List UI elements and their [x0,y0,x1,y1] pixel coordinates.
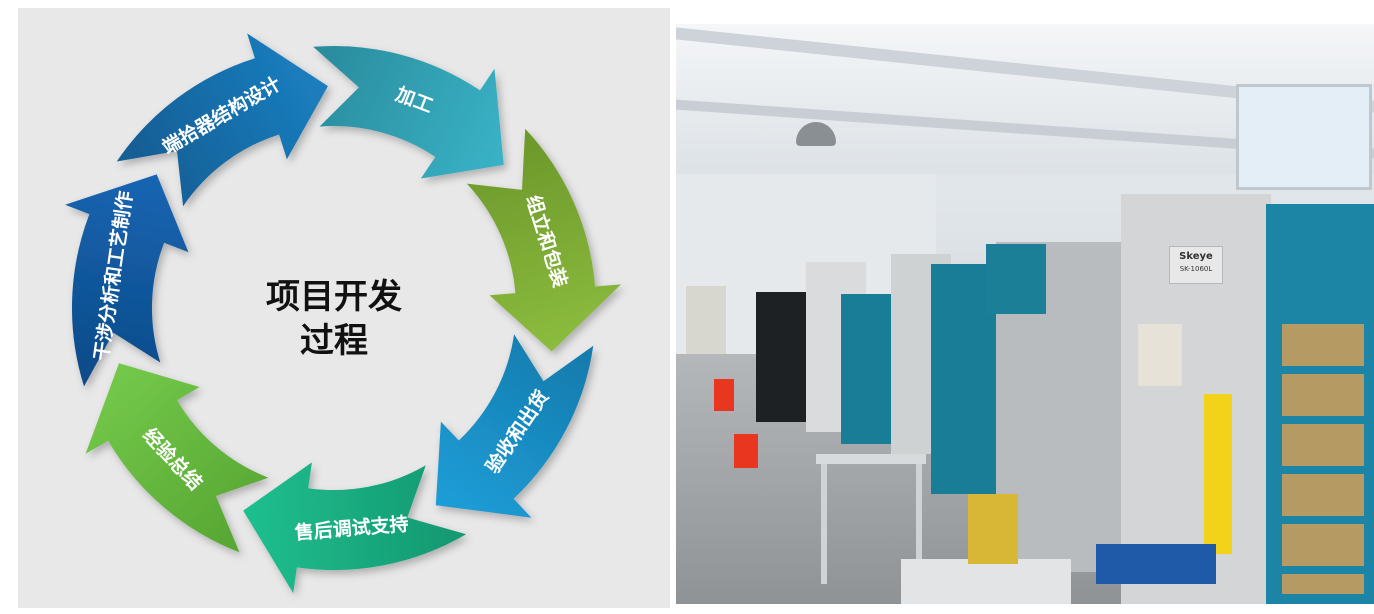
cnc-door-blue [986,244,1046,314]
cycle-arrow-1 [116,33,328,207]
red-stool [734,434,758,468]
center-title-line2: 过程 [300,321,368,361]
workshop-photo: Skeye SK-1060L [676,24,1374,604]
process-cycle-diagram: 端拾器结构设计加工组立和包装验收和出货售后调试支持经验总结干涉分析和工艺制作 项… [65,33,621,594]
cycle-arrow-5 [243,462,467,594]
window [1236,84,1372,190]
cycle-arrow-4 [435,334,594,518]
paper-note [1138,324,1182,386]
cnc-door-blue [841,294,896,444]
cycle-arrow-7 [65,174,189,387]
machine-brand-plate: Skeye SK-1060L [1169,246,1223,284]
cabinet [686,286,726,354]
warning-label [1204,394,1232,554]
cycle-arrow-2 [313,45,504,179]
door-window-grid [1282,324,1364,594]
floor-sheet [901,559,1071,604]
process-diagram-panel: 端拾器结构设计加工组立和包装验收和出货售后调试支持经验总结干涉分析和工艺制作 项… [18,8,670,608]
cycle-arrow-6 [85,363,269,553]
worktable-leg [916,464,922,584]
machine-model: SK-1060L [1179,265,1213,273]
cycle-arrow-3 [466,128,621,352]
yellow-bag [968,494,1018,564]
center-title-line1: 项目开发 [266,277,402,317]
tool-cart [1096,544,1216,584]
cycle-arrows [65,33,621,594]
worktable [816,454,926,464]
cnc-machine [756,292,806,422]
machine-brand: Skeye [1179,251,1213,262]
worktable-leg [821,464,827,584]
red-stool [714,379,734,411]
